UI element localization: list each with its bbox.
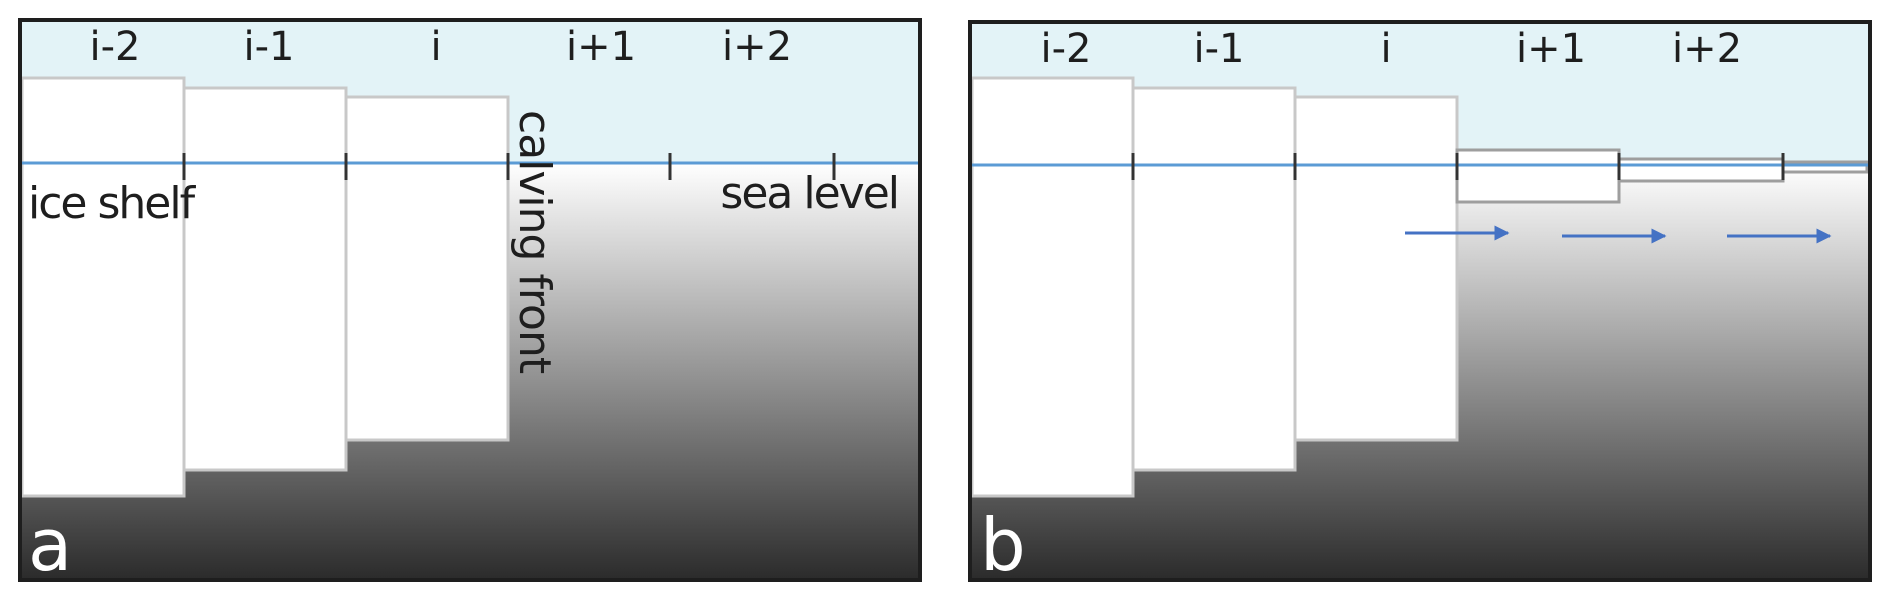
ice-shelf-label: ice shelf: [28, 178, 197, 229]
panel-a-letter: a: [28, 503, 72, 587]
panel-a-ice-block-i: [344, 95, 510, 442]
panel-b-thin-ice-i+2: [1617, 157, 1785, 183]
calving-front-label: calving front: [509, 110, 560, 374]
panel-a: i-2 i-1 i i+1 i+2 ice shelf sea level ca…: [18, 18, 922, 587]
panel-b-frame: [968, 20, 1872, 582]
panel-b-column-label: i-1: [1194, 26, 1245, 72]
panel-b-column-label: i+2: [1672, 26, 1742, 72]
panel-a-frame: [18, 18, 922, 582]
panel-a-column-label: i: [430, 24, 441, 70]
sea-level-label: sea level: [720, 168, 898, 219]
panel-a-ice-block-i-1: [182, 86, 348, 472]
panel-a-column-label: i-1: [244, 24, 295, 70]
panel-b-ice-block-i-1: [1131, 86, 1297, 472]
panel-b-letter: b: [980, 503, 1026, 587]
panel-a-column-label: i+1: [566, 24, 636, 70]
panel-a-ice-block-i-2: [20, 76, 186, 498]
panel-b-column-label: i-2: [1041, 26, 1092, 72]
panel-a-column-label: i-2: [90, 24, 141, 70]
panel-b-thin-ice-i+1: [1455, 148, 1621, 204]
panel-b-ice-block-i-2: [970, 76, 1135, 498]
panel-b-ice-block-i: [1293, 95, 1459, 442]
panel-a-column-label: i+2: [722, 24, 792, 70]
panel-b-column-label: i+1: [1516, 26, 1586, 72]
panel-b: i-2 i-1 i i+1 i+2 b: [968, 20, 1872, 587]
panel-b-column-label: i: [1380, 26, 1391, 72]
